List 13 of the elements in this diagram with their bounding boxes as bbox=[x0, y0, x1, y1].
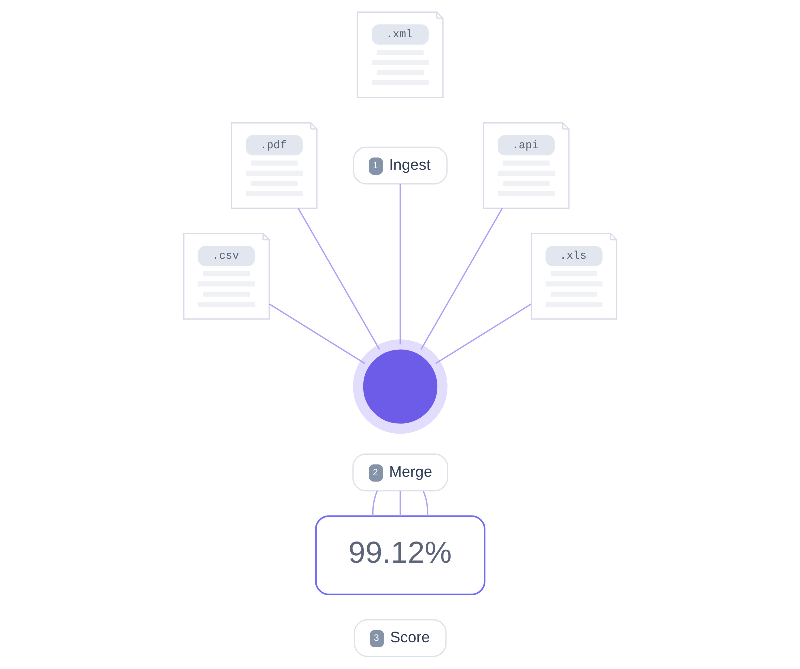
node-box: 2 Merge bbox=[352, 454, 448, 492]
connector bbox=[422, 491, 428, 516]
connector bbox=[399, 184, 401, 345]
node-box: 99.12% bbox=[314, 516, 486, 596]
node-circle bbox=[352, 340, 448, 434]
connector bbox=[435, 304, 532, 364]
connector bbox=[399, 491, 401, 516]
connector bbox=[268, 304, 365, 364]
connector bbox=[372, 491, 378, 516]
node-box: 1 Ingest bbox=[352, 146, 448, 185]
connector bbox=[420, 208, 503, 350]
connector bbox=[297, 208, 380, 350]
node-box: 3 Score bbox=[354, 619, 446, 658]
